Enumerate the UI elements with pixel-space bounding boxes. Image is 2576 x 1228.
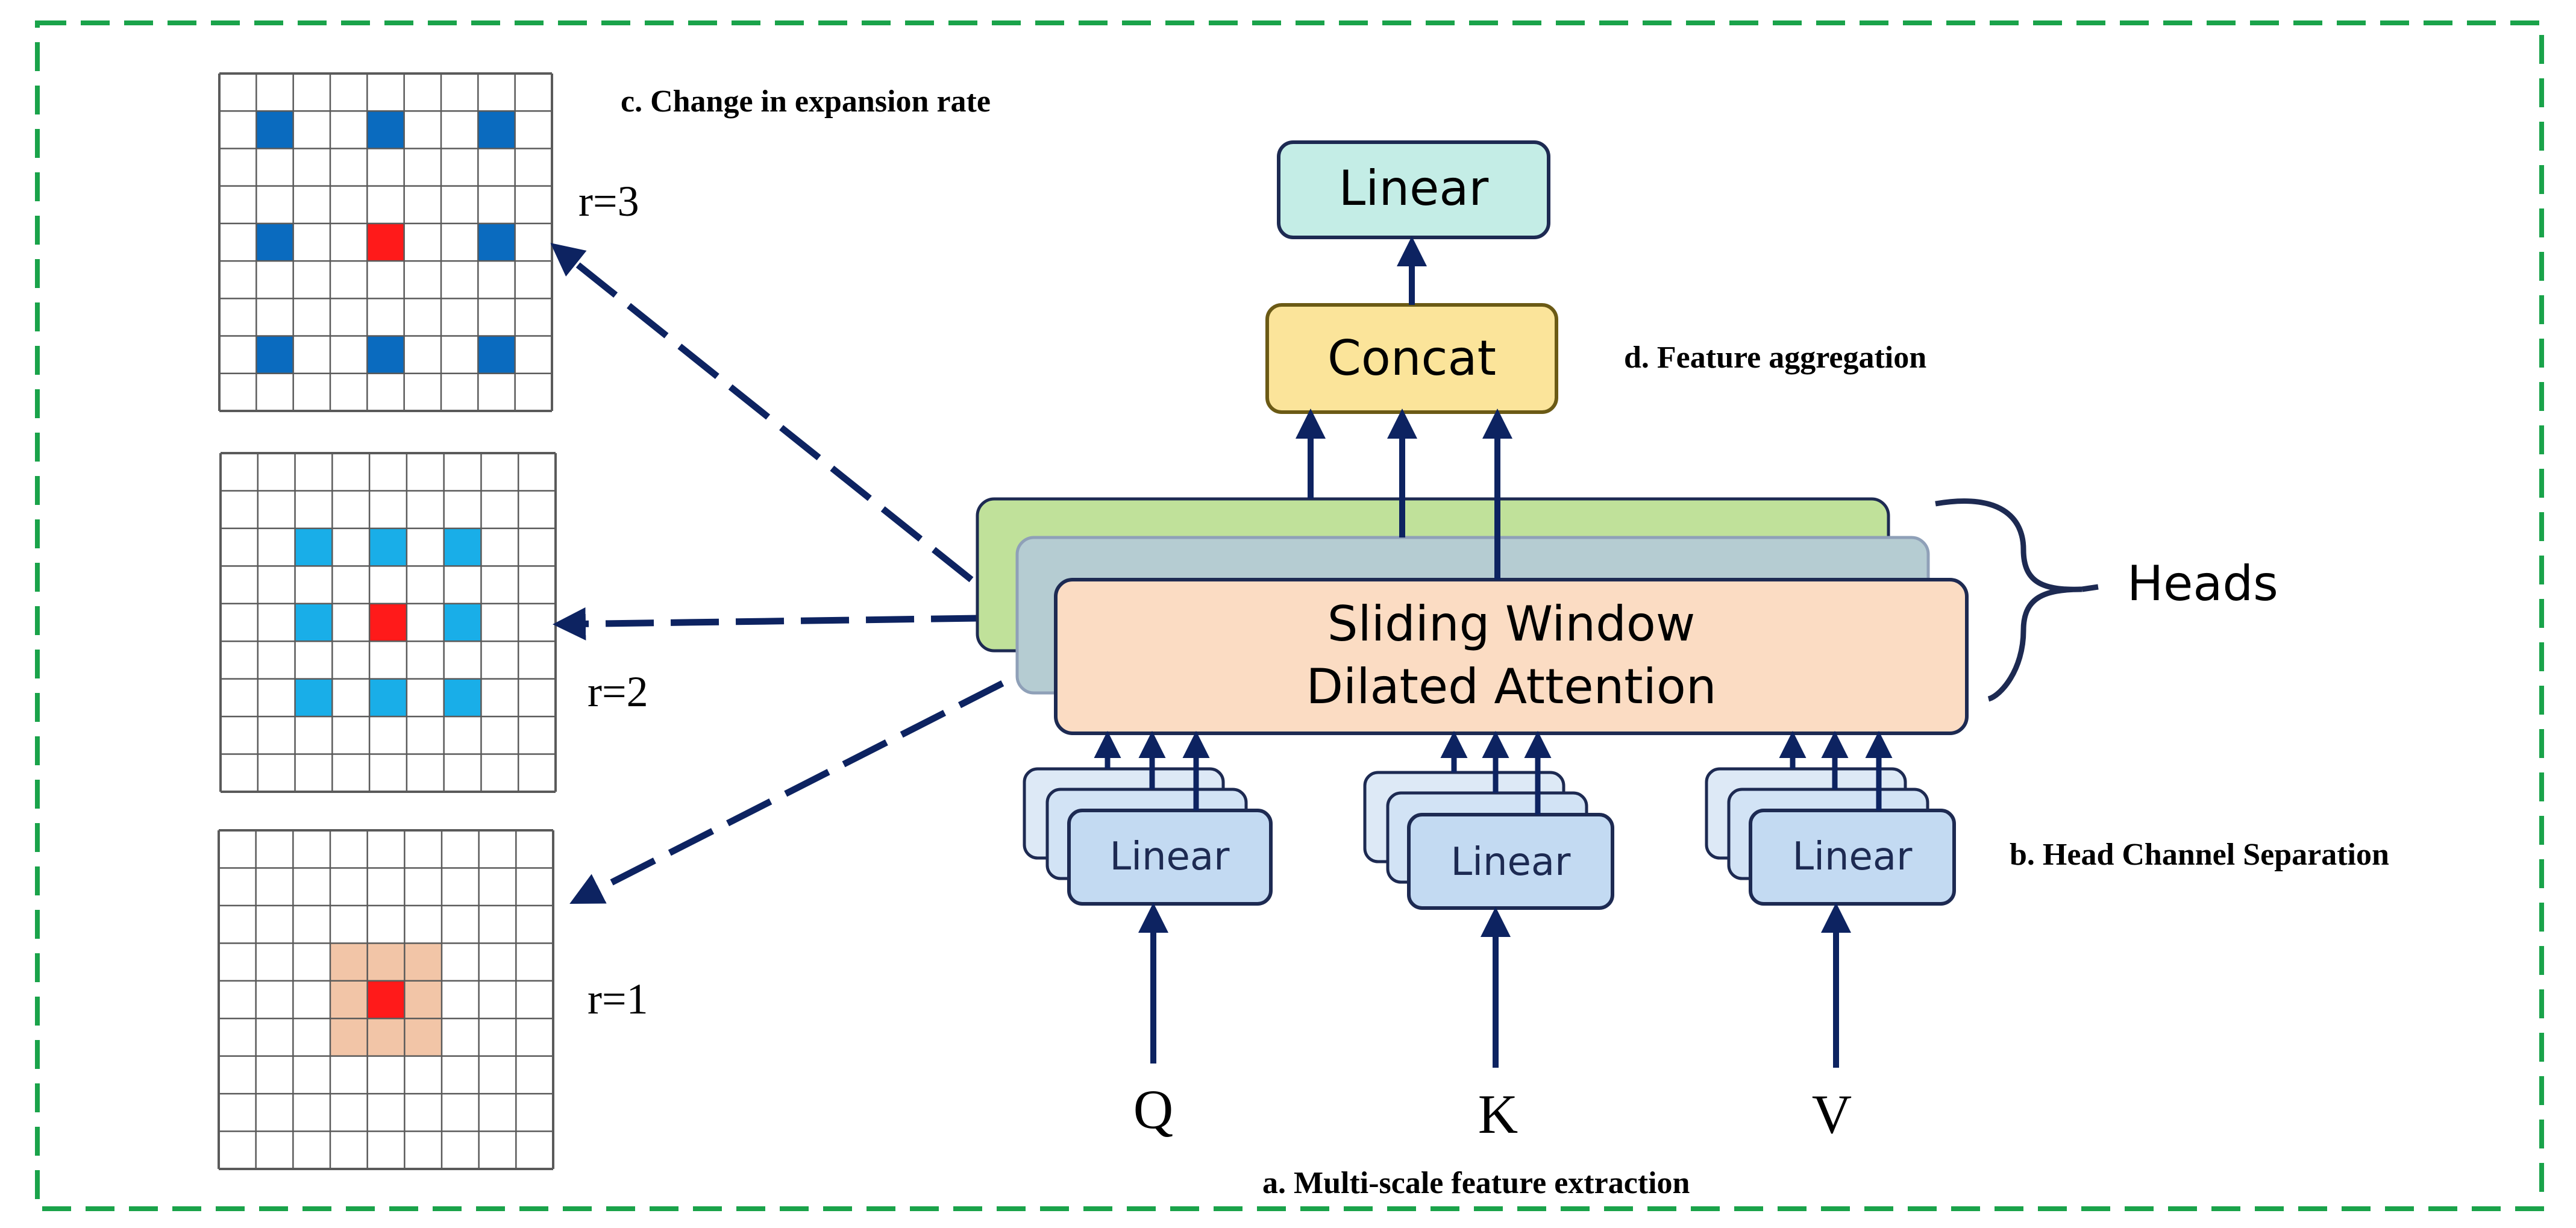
grid-r1 bbox=[218, 829, 554, 1170]
annotation-change-in-expansion-rate: c. Change in expansion rate bbox=[621, 84, 991, 119]
grid-cell-highlight bbox=[367, 111, 404, 149]
grid-cell-highlight bbox=[443, 603, 481, 642]
grid-cell-highlight bbox=[367, 1018, 405, 1056]
grid-r2 bbox=[219, 452, 557, 793]
grid-cell-highlight bbox=[256, 111, 293, 149]
grid-cell-highlight bbox=[330, 943, 368, 981]
brace-arm-icon bbox=[2081, 584, 2099, 592]
grid-cell-highlight bbox=[295, 678, 333, 717]
linear-q-block bbox=[1067, 809, 1273, 906]
attention-label-line2: Dilated Attention bbox=[1306, 659, 1716, 715]
grid-cell-highlight bbox=[478, 336, 515, 374]
grid-cell-highlight bbox=[369, 603, 407, 642]
input-k: K bbox=[1478, 1083, 1518, 1145]
linear-k-label: Linear bbox=[1451, 840, 1572, 885]
grid-cell-highlight bbox=[256, 223, 293, 262]
annotation-multi-scale-feature-extraction: a. Multi-scale feature extraction bbox=[1262, 1166, 1690, 1200]
grid-cell-highlight bbox=[295, 603, 333, 642]
grid-cell-highlight bbox=[367, 943, 405, 981]
outer-dashed-border bbox=[35, 20, 2544, 1211]
grid-cell-highlight bbox=[330, 1018, 368, 1056]
heads-label: Heads bbox=[2127, 556, 2278, 612]
dashed-arrow-to-r1 bbox=[569, 651, 1062, 904]
annotation-head-channel-separation: b. Head Channel Separation bbox=[2010, 838, 2389, 872]
attention-label-line1: Sliding Window bbox=[1327, 596, 1696, 652]
grid-cell-highlight bbox=[367, 980, 405, 1019]
input-v: V bbox=[1812, 1083, 1852, 1145]
grid-label-r3: r=3 bbox=[578, 177, 639, 225]
input-q: Q bbox=[1133, 1079, 1173, 1140]
annotation-feature-aggregation: d. Feature aggregation bbox=[1624, 340, 1926, 375]
linear-v-label: Linear bbox=[1793, 835, 1913, 879]
dashed-arrow-to-r2 bbox=[553, 607, 980, 641]
grid-cell-highlight bbox=[404, 943, 442, 981]
right-curly-brace-icon bbox=[1935, 498, 2082, 702]
grid-cell-highlight bbox=[256, 336, 293, 374]
linear-k-block bbox=[1407, 813, 1614, 910]
grid-label-r2: r=2 bbox=[588, 668, 648, 716]
grid-cell-highlight bbox=[478, 111, 515, 149]
grid-cell-highlight bbox=[443, 678, 481, 717]
grid-cell-highlight bbox=[404, 1018, 442, 1056]
grid-cell-highlight bbox=[330, 980, 368, 1019]
grid-cell-highlight bbox=[369, 678, 407, 717]
grid-cell-highlight bbox=[404, 980, 442, 1019]
grid-cell-highlight bbox=[478, 223, 515, 262]
grid-cell-highlight bbox=[443, 528, 481, 566]
linear-output-label: Linear bbox=[1339, 160, 1489, 216]
attention-block bbox=[1054, 578, 1969, 735]
dashed-arrow-to-r3 bbox=[550, 243, 974, 583]
grid-cell-highlight bbox=[367, 223, 404, 262]
grid-label-r1: r=1 bbox=[588, 975, 648, 1023]
grid-cell-highlight bbox=[295, 528, 333, 566]
grid-cell-highlight bbox=[367, 336, 404, 374]
grid-cell-highlight bbox=[369, 528, 407, 566]
concat-label: Concat bbox=[1327, 330, 1496, 386]
linear-q-label: Linear bbox=[1110, 835, 1230, 879]
grid-r3 bbox=[218, 72, 553, 412]
linear-v-block bbox=[1749, 809, 1956, 906]
